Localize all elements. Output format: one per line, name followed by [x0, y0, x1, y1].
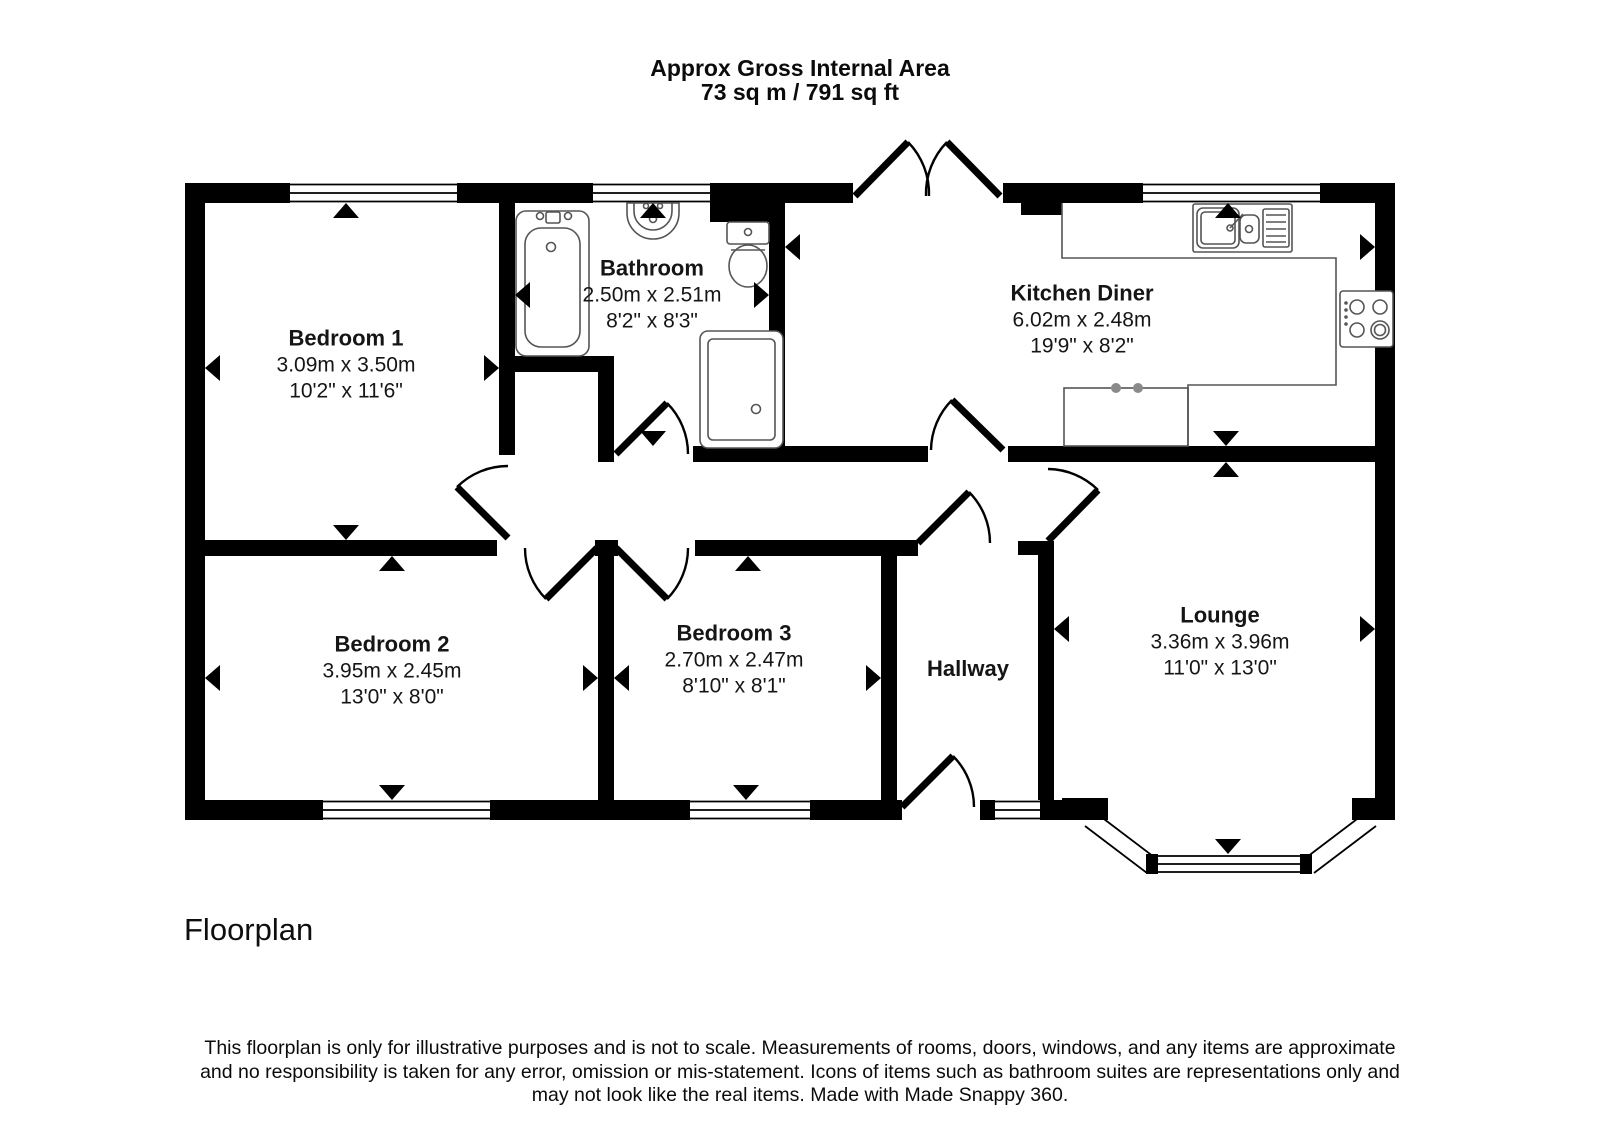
lounge-door	[1045, 467, 1101, 544]
window-bedroom2	[323, 800, 490, 820]
walls-layer	[185, 183, 1395, 874]
entrance-double-door	[852, 139, 1003, 199]
bathroom-door	[613, 400, 690, 457]
window-bedroom3	[690, 800, 810, 820]
toilet-icon	[726, 221, 770, 288]
front-door	[899, 753, 976, 810]
hallway-door	[915, 489, 992, 546]
hob-icon	[1339, 290, 1394, 348]
kitchen-sink-icon	[1192, 203, 1293, 253]
window-kitchen	[1143, 183, 1320, 203]
window-bathroom	[593, 183, 710, 203]
kitchen-unit	[1063, 383, 1189, 447]
shower-icon	[699, 330, 784, 449]
measure-arrows-layer	[205, 203, 1375, 854]
doors-layer	[454, 139, 1101, 810]
window-bedroom1	[290, 183, 457, 203]
front-door-gap	[902, 800, 980, 820]
bath-icon	[515, 210, 590, 357]
bedroom1-door	[454, 464, 511, 541]
window-hallway-sidelight	[995, 800, 1040, 820]
bathroom-sink-icon	[626, 202, 680, 240]
windows-layer	[290, 183, 1377, 874]
bedroom2-door	[523, 545, 600, 602]
bay-window	[1084, 812, 1377, 874]
bedroom3-door	[613, 545, 690, 602]
kitchen-hall-door	[929, 397, 1006, 453]
